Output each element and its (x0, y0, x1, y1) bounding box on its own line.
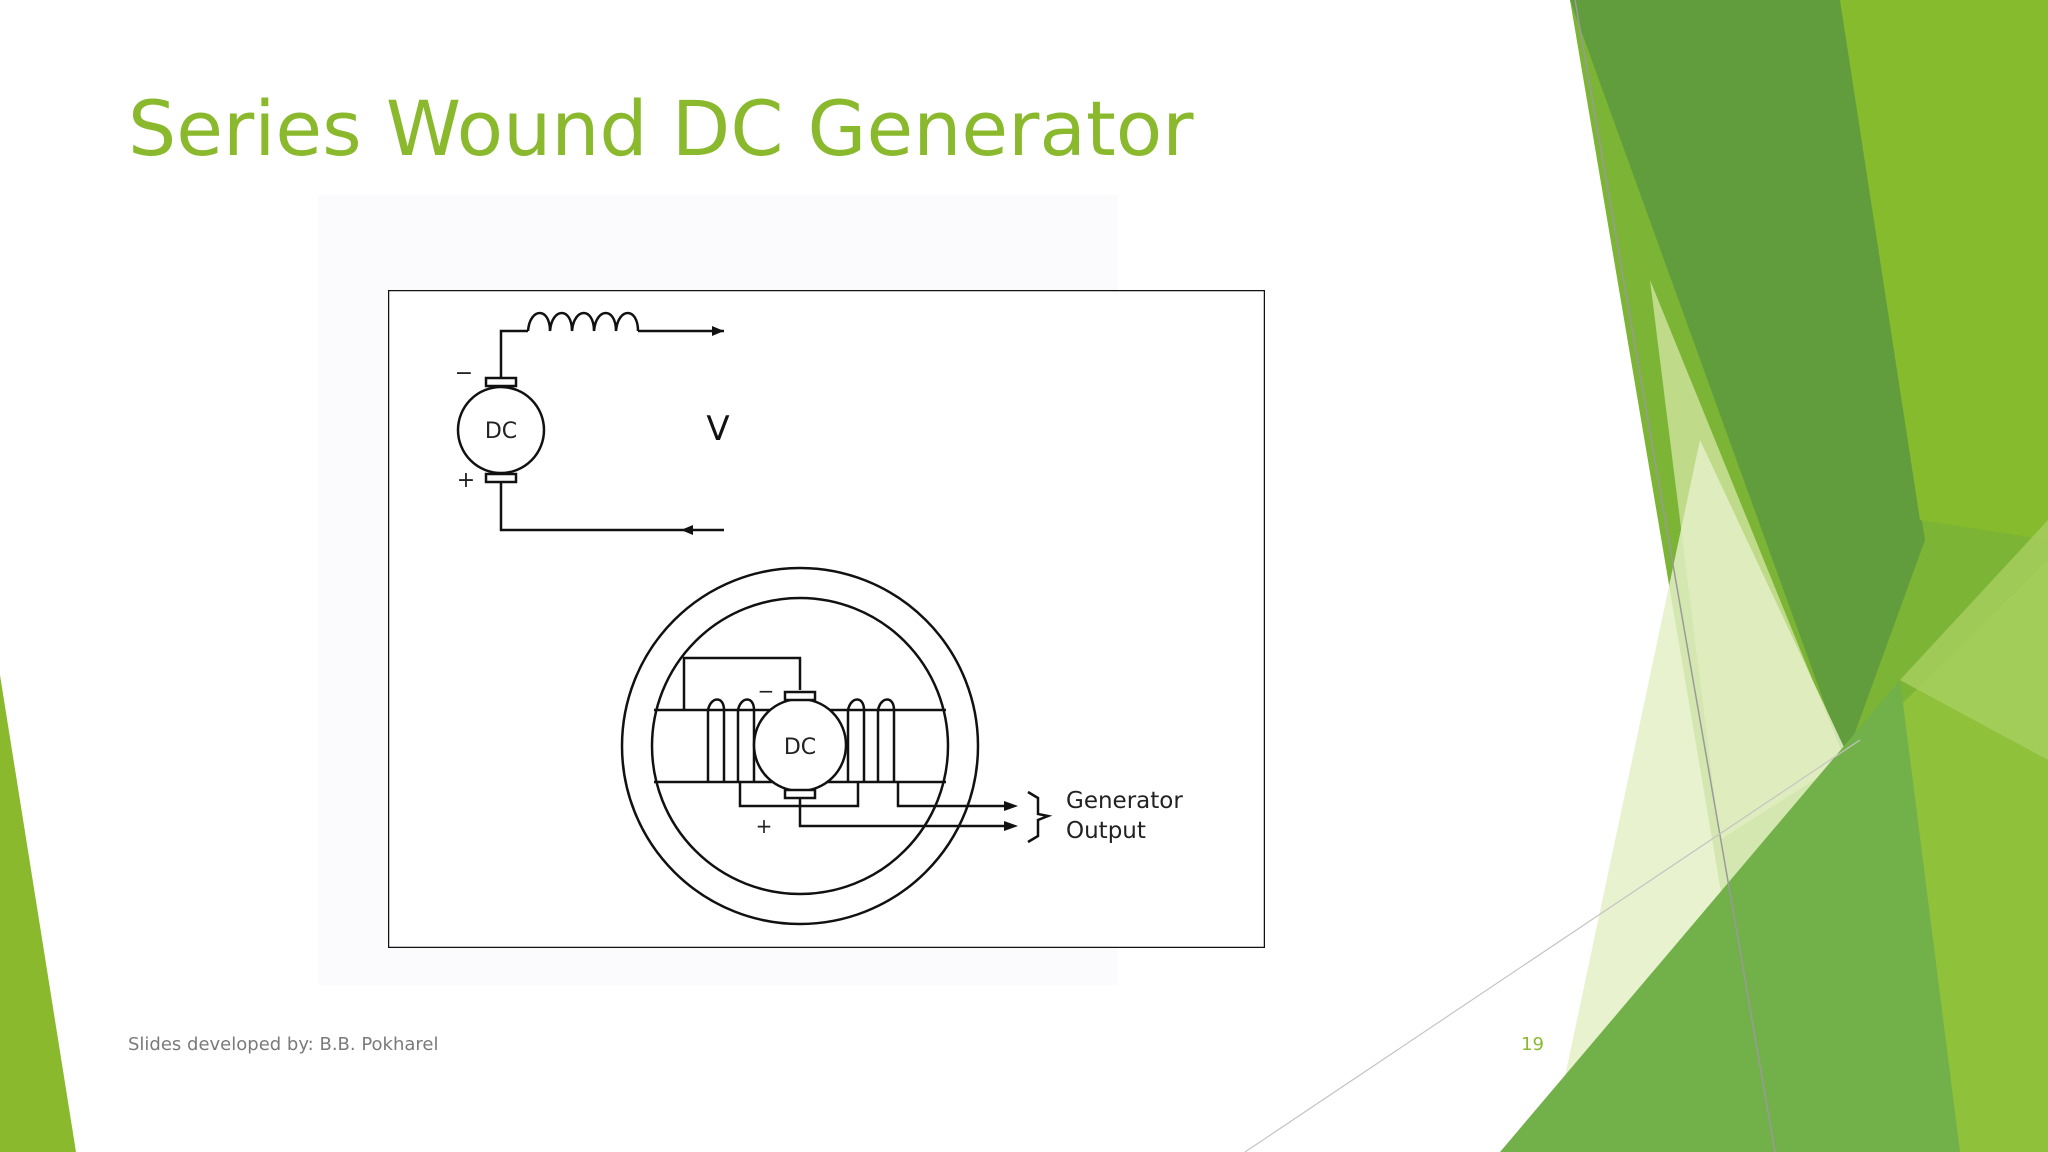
right-facet-accent (1900, 520, 2048, 760)
right-field-coil (846, 698, 896, 782)
stator-outer-ring (620, 566, 980, 926)
right-facet-dark (1570, 0, 1925, 760)
top-minus-sign: − (455, 361, 473, 386)
output-wire-minus (896, 782, 1004, 808)
armature-brush-top (783, 690, 817, 702)
series-wound-generator-diagram: DC − + DC (388, 290, 1265, 948)
armature-plus-sign: + (756, 814, 773, 838)
footer-credit: Slides developed by: B.B. Pokharel (128, 1034, 439, 1055)
output-wire-plus (798, 792, 1004, 828)
generator-output-label-1: Generator (1066, 788, 1183, 814)
armature-brush-bottom (783, 788, 817, 800)
top-plus-sign: + (457, 468, 475, 493)
page-number: 19 (1521, 1034, 1544, 1055)
top-motor-label: DC (485, 419, 517, 444)
top-motor-brush-bottom (484, 472, 518, 484)
top-left-wire (499, 329, 528, 384)
left-facet (0, 675, 76, 1152)
stator-inner-ring (650, 596, 950, 896)
generator-output-label-2: Output (1066, 818, 1146, 844)
armature-label: DC (784, 735, 816, 760)
series-field-coil (526, 311, 640, 332)
output-arrow-bottom (1004, 821, 1018, 831)
armature-minus-sign: − (758, 679, 775, 703)
bottom-output-wire (499, 478, 724, 532)
right-facet-bottom (1500, 680, 1960, 1152)
diagram-frame (388, 290, 1265, 948)
top-arrow (712, 326, 724, 336)
left-field-coil (706, 698, 756, 782)
stator-top-wire (682, 656, 802, 710)
deco-line-2 (1244, 739, 1861, 1152)
top-motor-brush-top (484, 376, 518, 388)
slide-title: Series Wound DC Generator (128, 84, 1194, 173)
deco-line-1 (1574, 0, 1776, 1152)
top-circuit (456, 311, 724, 532)
output-bracket (1027, 790, 1053, 844)
bottom-arrow (681, 525, 693, 535)
right-facet-bright-top (1840, 0, 2048, 540)
right-facet-paler (1560, 440, 1850, 1100)
output-arrow-top (1004, 801, 1018, 811)
machine-stator (620, 566, 1053, 926)
voltage-label: V (706, 409, 729, 449)
